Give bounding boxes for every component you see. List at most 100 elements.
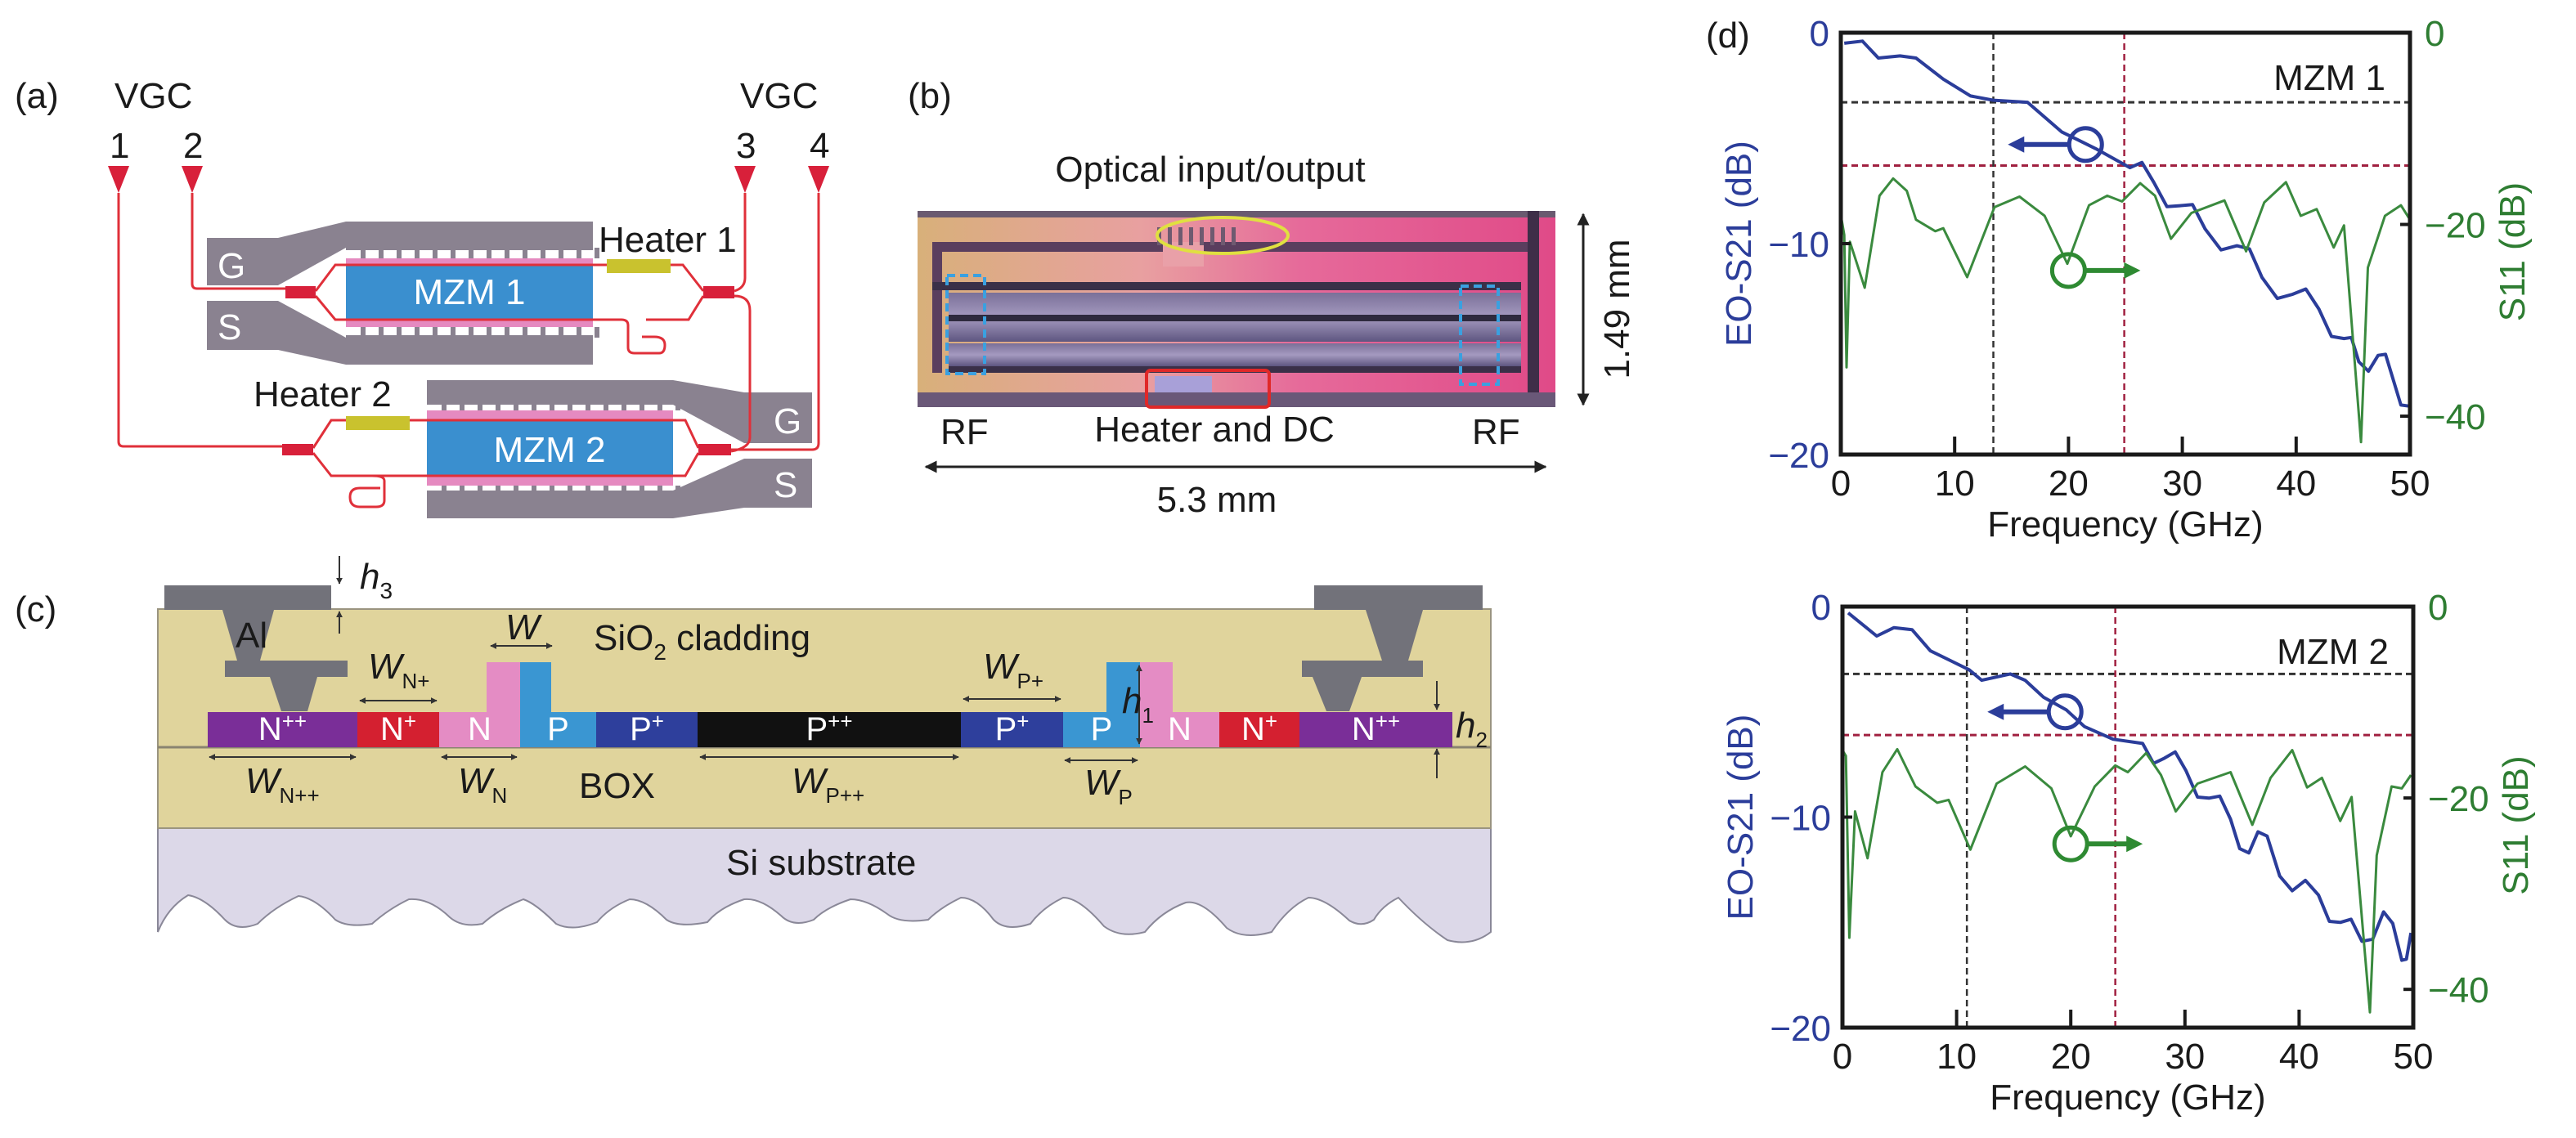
- rib-waveguide-part: [1140, 662, 1173, 712]
- wn-label: WN: [458, 761, 507, 808]
- electrode-tooth: [550, 486, 554, 491]
- mzm1-electrodes: G S: [207, 222, 599, 365]
- heater-1: [607, 259, 671, 273]
- right-arrowhead-icon: [2126, 836, 2143, 853]
- electrode-tooth: [505, 327, 509, 338]
- y-left-tick-label: −20: [1768, 436, 1829, 476]
- electrode-tooth: [442, 405, 447, 410]
- mmi-2-left: [282, 444, 313, 455]
- mzm2-label: MZM 2: [494, 430, 606, 470]
- x-tick-label: 40: [2276, 464, 2316, 504]
- mzm1-label: MZM 1: [414, 272, 526, 312]
- doping-region-p-plus: [961, 712, 1063, 747]
- wn-plus-label: WN+: [368, 647, 430, 693]
- region-sup: +: [652, 709, 664, 733]
- wn-plusplus-label: WN++: [245, 761, 320, 808]
- eo-s21-series: [1843, 39, 2409, 408]
- electrode-tooth: [595, 327, 599, 338]
- electrode-tooth: [451, 248, 456, 258]
- electrode-tooth: [487, 327, 491, 338]
- electrode-tooth: [469, 327, 473, 338]
- electrode-tooth: [415, 248, 420, 258]
- doping-region-label: N: [468, 711, 491, 747]
- mzm1-body: [346, 266, 593, 319]
- region-name: P: [1091, 711, 1113, 747]
- dc-pads: [1155, 376, 1212, 392]
- left-arrowhead-icon: [2008, 136, 2025, 153]
- electrode-tooth: [586, 405, 590, 410]
- x-tick-label: 10: [1935, 464, 1975, 504]
- y-left-tick-label: −20: [1770, 1009, 1831, 1049]
- electrode-tooth: [640, 486, 644, 491]
- eo-s21-series: [1847, 612, 2413, 962]
- x-tick-label: 30: [2162, 464, 2202, 504]
- y-left-axis-label: EO-S21 (dB): [1721, 715, 1761, 921]
- al-label: Al: [236, 616, 267, 656]
- electrode-tooth: [586, 486, 590, 491]
- electrode-tooth: [415, 327, 420, 338]
- region-name: N: [1352, 711, 1376, 747]
- doping-region-p-plusplus: [698, 712, 961, 747]
- region-name: P: [547, 711, 569, 747]
- grating-coupler-1-icon: [108, 166, 129, 193]
- grating-pads: [1157, 227, 1236, 245]
- electrode-tooth: [478, 486, 482, 491]
- rib-waveguide-part: [1106, 662, 1140, 712]
- x-tick-label: 20: [2049, 464, 2089, 504]
- electrode-tooth: [559, 248, 563, 258]
- doping-region-n-plusplus: [1299, 712, 1452, 747]
- electrode-tooth: [442, 486, 447, 491]
- region-name: N: [1241, 711, 1265, 747]
- doping-region-label: N: [1168, 711, 1192, 747]
- y-right-tick-label: 0: [2425, 14, 2444, 54]
- electrode-tooth: [541, 327, 545, 338]
- panel-b: (b) Optical input/output: [908, 76, 1637, 520]
- electrode-tooth: [433, 248, 438, 258]
- electrode-tooth: [640, 405, 644, 410]
- y-right-axis-label: S11 (dB): [2493, 182, 2533, 321]
- doping-region-n-plusplus: [208, 712, 357, 747]
- electrode-tooth: [451, 327, 456, 338]
- mzm2-ground-label: G: [774, 401, 801, 441]
- doping-region-label: P: [547, 711, 569, 747]
- electrode-tooth: [523, 248, 527, 258]
- electrode-tooth: [550, 405, 554, 410]
- vgc-port-1: 1: [110, 126, 129, 166]
- doping-region-label: N++: [1352, 709, 1400, 747]
- x-tick-label: 40: [2279, 1037, 2319, 1077]
- doping-region-label: P: [1091, 711, 1113, 747]
- electrode-tooth: [460, 486, 464, 491]
- electrode-tooth: [397, 327, 402, 338]
- waveguides: [117, 193, 820, 509]
- optical-io-marker: [1156, 216, 1290, 255]
- x-tick-label: 30: [2165, 1037, 2205, 1077]
- vgc-port-2: 2: [183, 126, 203, 166]
- vgc-port-4: 4: [810, 126, 829, 166]
- doping-region-label: P++: [806, 709, 852, 747]
- panel-a: (a) VGC VGC 1 2 3 4 G S MZM 1: [15, 76, 829, 518]
- plot-title: MZM 2: [2277, 632, 2389, 672]
- x-tick-label: 50: [2394, 1037, 2434, 1077]
- x-axis-label: Frequency (GHz): [1990, 1078, 2265, 1118]
- h1-label: h1: [1122, 681, 1154, 728]
- electrode-tooth: [361, 248, 366, 258]
- region-sup: ++: [1376, 709, 1400, 733]
- rf-right-label: RF: [1472, 412, 1520, 452]
- doping-region-n-plus: [357, 712, 439, 747]
- heater-2: [346, 416, 410, 430]
- substrate-label: Si substrate: [726, 843, 916, 883]
- electrode-tooth: [469, 248, 473, 258]
- width-dimension-label: 5.3 mm: [1157, 480, 1277, 520]
- s11-series: [1841, 747, 2412, 1014]
- region-sup: ++: [828, 709, 852, 733]
- cladding-label: SiO2 cladding: [594, 618, 810, 665]
- s11-axis-indicator-circle: [2052, 825, 2089, 862]
- optical-io-caption: Optical input/output: [1055, 150, 1365, 190]
- electrode-tooth: [487, 248, 491, 258]
- mzm1-doping-bottom: [346, 320, 593, 327]
- rib-waveguide-part: [487, 662, 520, 712]
- electrode-tooth: [532, 486, 536, 491]
